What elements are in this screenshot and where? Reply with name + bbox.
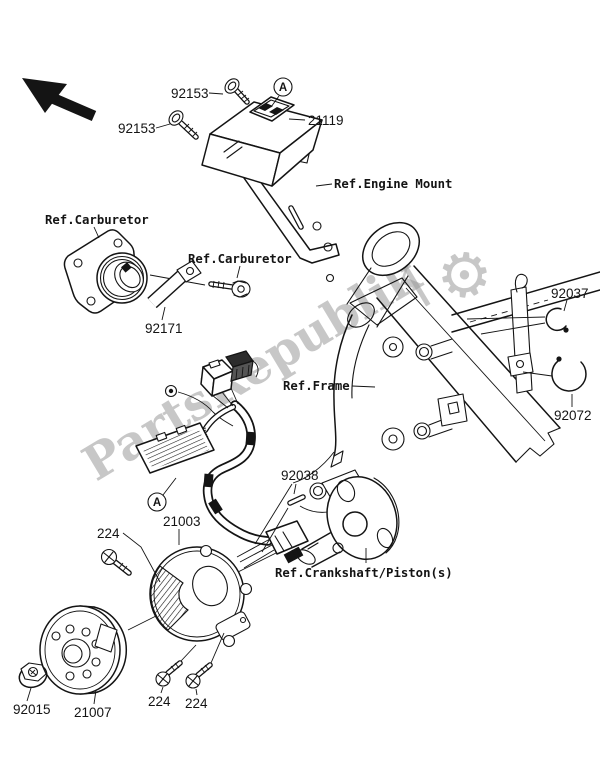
band-92072 [522, 356, 587, 392]
label-ref-carburetor-top: Ref.Carburetor [45, 213, 149, 227]
label-92072: 92072 [554, 408, 592, 423]
nut-92015 [18, 662, 48, 689]
woodruff-key-92038 [254, 483, 306, 553]
label-92038: 92038 [281, 468, 319, 483]
label-224-top: 224 [97, 526, 120, 541]
igniter-bolt-top [224, 78, 250, 105]
igniter-unit [201, 96, 340, 264]
label-ref-carburetor-right: Ref.Carburetor [188, 252, 292, 266]
label-21119: 21119 [308, 113, 344, 128]
marker-a-bottom-label: A [153, 497, 161, 509]
label-224-right: 224 [185, 696, 208, 711]
label-ref-frame: Ref.Frame [283, 379, 350, 393]
reference-labels: Ref.Engine Mount Ref.Carburetor Ref.Carb… [45, 177, 453, 580]
wiring-harness [135, 350, 309, 569]
label-92153-left: 92153 [118, 121, 156, 136]
screw-224-left [155, 644, 197, 687]
detail-marker-a-bottom: A [147, 477, 177, 512]
label-92153-top: 92153 [171, 86, 209, 101]
label-92015: 92015 [13, 702, 51, 717]
stator-21003 [149, 544, 253, 648]
crankshaft [283, 475, 400, 568]
gear-logo-icon: ⚙ [422, 230, 507, 321]
screw-224-right [185, 632, 225, 689]
carburetor-holder [63, 229, 206, 314]
marker-a-top-label: A [279, 82, 287, 94]
direction-arrow-icon [22, 78, 97, 122]
igniter-bolt-left [168, 110, 199, 140]
label-21007: 21007 [74, 705, 112, 720]
label-ref-engine-mount: Ref.Engine Mount [334, 177, 452, 191]
label-92171: 92171 [145, 321, 183, 336]
carburetor-bolt [208, 280, 251, 298]
label-224-left: 224 [148, 694, 171, 709]
leader-lines [26, 92, 573, 705]
label-92037: 92037 [551, 286, 589, 301]
hose-clamp-92037 [466, 307, 569, 335]
part-number-labels: 92153 92153 21119 92171 92037 92072 9203… [13, 86, 592, 720]
label-ref-crankshaft: Ref.Crankshaft/Piston(s) [275, 566, 453, 580]
flywheel-21007 [39, 605, 128, 695]
label-21003: 21003 [163, 514, 201, 529]
screw-224-top [100, 532, 161, 583]
detail-marker-a-top: A [270, 77, 293, 108]
clamp-band-92171 [147, 260, 202, 309]
